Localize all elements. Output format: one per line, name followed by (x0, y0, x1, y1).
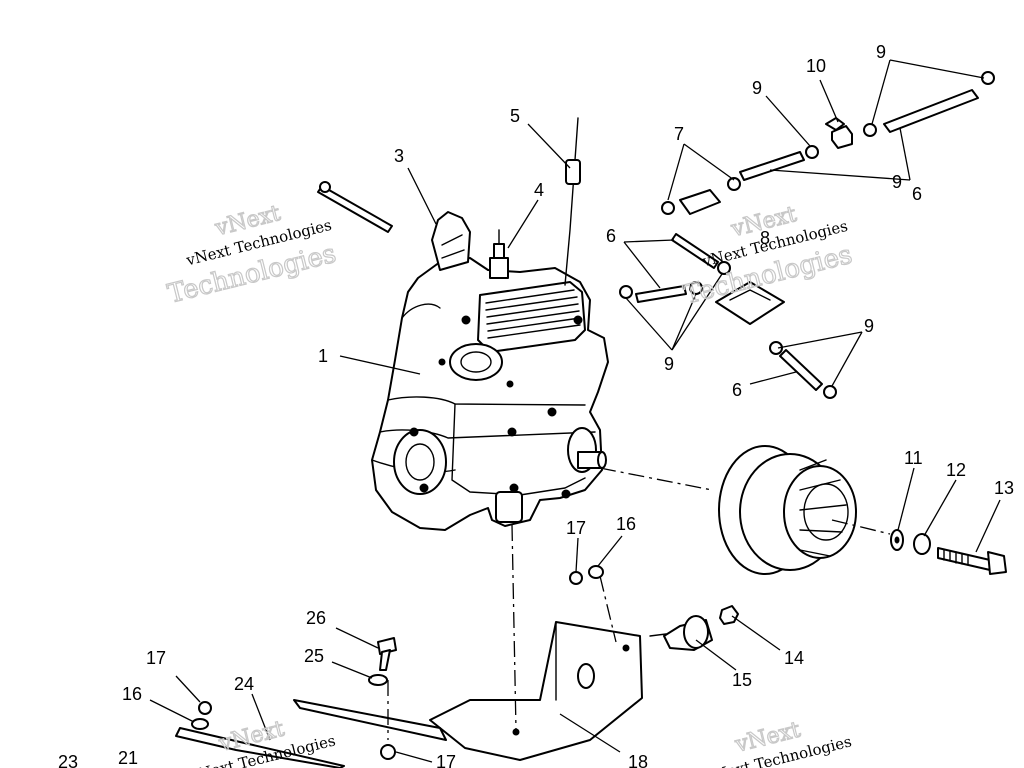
spark-plug-boot (431, 211, 471, 271)
callout-12: 12 (946, 460, 966, 480)
output-shaft (567, 427, 607, 473)
clutch-washer (890, 529, 904, 551)
left-strap (175, 727, 345, 768)
callout-3: 3 (394, 146, 404, 166)
callout-6-b: 6 (606, 226, 616, 246)
callout-7: 7 (674, 124, 684, 144)
fuel-line-assembly (619, 71, 995, 399)
callout-9-d: 9 (864, 316, 874, 336)
mount-nut (719, 605, 739, 625)
callout-16-b: 16 (122, 684, 142, 704)
wire-tie (317, 181, 393, 233)
callout-4: 4 (534, 180, 544, 200)
strap (293, 699, 447, 741)
lower-bolt (377, 637, 397, 671)
callout-21: 21 (118, 748, 138, 768)
callout-25: 25 (304, 646, 324, 666)
spark-plug (489, 229, 509, 279)
clutch-bolt (937, 547, 1007, 575)
plate-nut (569, 571, 583, 585)
callout-9-a: 9 (752, 78, 762, 98)
callout-17-a: 17 (566, 518, 586, 538)
callout-9-b: 9 (876, 42, 886, 62)
cylinder-head-fins (477, 281, 586, 353)
callout-24: 24 (234, 674, 254, 694)
callout-11: 11 (904, 448, 923, 468)
watermark-bottom-right: vNext vNext Technologies (704, 717, 854, 768)
drive-clutch (718, 445, 857, 575)
left-nut (198, 701, 212, 715)
callout-17-c: 17 (436, 752, 456, 768)
callout-9-e: 9 (892, 172, 902, 192)
callout-26: 26 (306, 608, 326, 628)
left-washer (191, 718, 209, 730)
plate-washer (588, 565, 604, 579)
callout-10: 10 (806, 56, 826, 76)
callout-13: 13 (994, 478, 1014, 498)
callout-6-a: 6 (912, 184, 922, 204)
callout-14: 14 (784, 648, 804, 668)
callout-17-b: 17 (146, 648, 166, 668)
callout-9-c: 9 (664, 354, 674, 374)
leader-lines (149, 59, 1001, 763)
clutch-lockwasher (913, 533, 931, 555)
callout-15: 15 (732, 670, 752, 690)
callout-5: 5 (510, 106, 520, 126)
callout-numbers: 1 3 4 5 7 9 10 9 6 6 8 9 9 6 11 12 13 17… (58, 42, 1014, 768)
engine-mount-plate (429, 621, 643, 761)
lower-washer (368, 674, 388, 686)
callout-16-a: 16 (616, 514, 636, 534)
callout-23: 23 (58, 752, 78, 768)
bottom-nut (380, 744, 396, 760)
callout-18: 18 (628, 752, 648, 768)
engine-block (371, 257, 609, 531)
watermark-left: vNext vNext Technologies Technologies (164, 200, 339, 310)
callout-1: 1 (318, 346, 328, 366)
callout-8: 8 (760, 228, 770, 248)
callout-6-c: 6 (732, 380, 742, 400)
throttle-cable (564, 117, 581, 286)
